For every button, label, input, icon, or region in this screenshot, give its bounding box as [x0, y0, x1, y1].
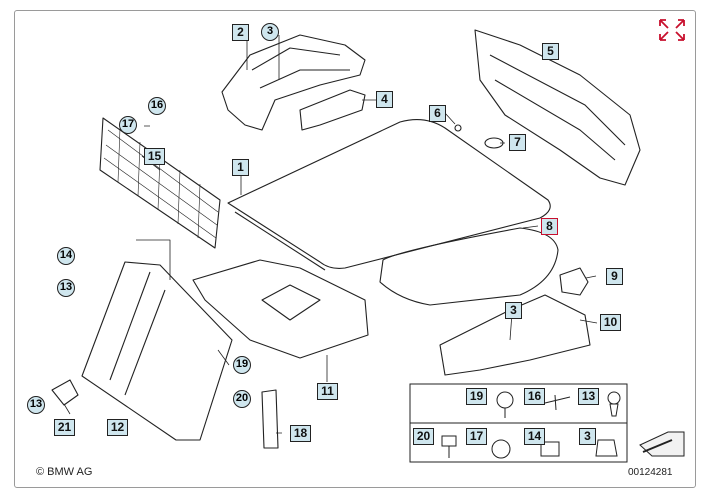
callout-3-right[interactable]: 3 [505, 302, 522, 319]
callout-19[interactable]: 19 [233, 356, 251, 374]
part-11-side-trim [192, 259, 369, 359]
copyright: © BMW AG [36, 466, 93, 478]
part-12-partition [81, 261, 233, 441]
callout-12[interactable]: 12 [107, 419, 128, 436]
legend-19[interactable]: 19 [466, 388, 487, 405]
part-6-pin [454, 124, 462, 132]
legend-3[interactable]: 3 [579, 428, 596, 445]
callout-2[interactable]: 2 [232, 24, 249, 41]
callout-14[interactable]: 14 [57, 247, 75, 265]
part-8-floor-covering [379, 227, 559, 306]
part-2-bracket [221, 34, 366, 131]
part-21-clip [51, 379, 79, 406]
callout-7[interactable]: 7 [509, 134, 526, 151]
document-id: 00124281 [628, 467, 673, 478]
callout-21[interactable]: 21 [54, 419, 75, 436]
expand-icon [659, 19, 685, 41]
part-9-cover [559, 267, 589, 296]
legend-20[interactable]: 20 [413, 428, 434, 445]
callout-1[interactable]: 1 [232, 159, 249, 176]
part-5-rear-panel [474, 29, 641, 186]
callout-4[interactable]: 4 [376, 91, 393, 108]
part-4-holder [299, 89, 366, 131]
callout-18[interactable]: 18 [290, 425, 311, 442]
callout-13-left[interactable]: 13 [27, 396, 45, 414]
callout-13[interactable]: 13 [57, 279, 75, 297]
legend-16[interactable]: 16 [524, 388, 545, 405]
callout-5[interactable]: 5 [542, 43, 559, 60]
callout-6[interactable]: 6 [429, 105, 446, 122]
legend-14[interactable]: 14 [524, 428, 545, 445]
part-18-strip [261, 389, 279, 449]
legend-17[interactable]: 17 [466, 428, 487, 445]
part-1-trunk-floor-mat [227, 119, 551, 269]
callout-10[interactable]: 10 [600, 314, 621, 331]
part-1-mat-edge [234, 211, 326, 271]
callout-3-top[interactable]: 3 [261, 23, 279, 41]
diagram-frame [14, 10, 696, 488]
callout-17[interactable]: 17 [119, 116, 137, 134]
callout-20[interactable]: 20 [233, 390, 251, 408]
callout-15[interactable]: 15 [144, 148, 165, 165]
legend-13[interactable]: 13 [578, 388, 599, 405]
callout-16[interactable]: 16 [148, 97, 166, 115]
callout-8[interactable]: 8 [541, 218, 558, 235]
part-15-luggage-net [99, 117, 221, 249]
callout-11[interactable]: 11 [317, 383, 338, 400]
legend-hardware [409, 383, 685, 463]
callout-9[interactable]: 9 [606, 268, 623, 285]
